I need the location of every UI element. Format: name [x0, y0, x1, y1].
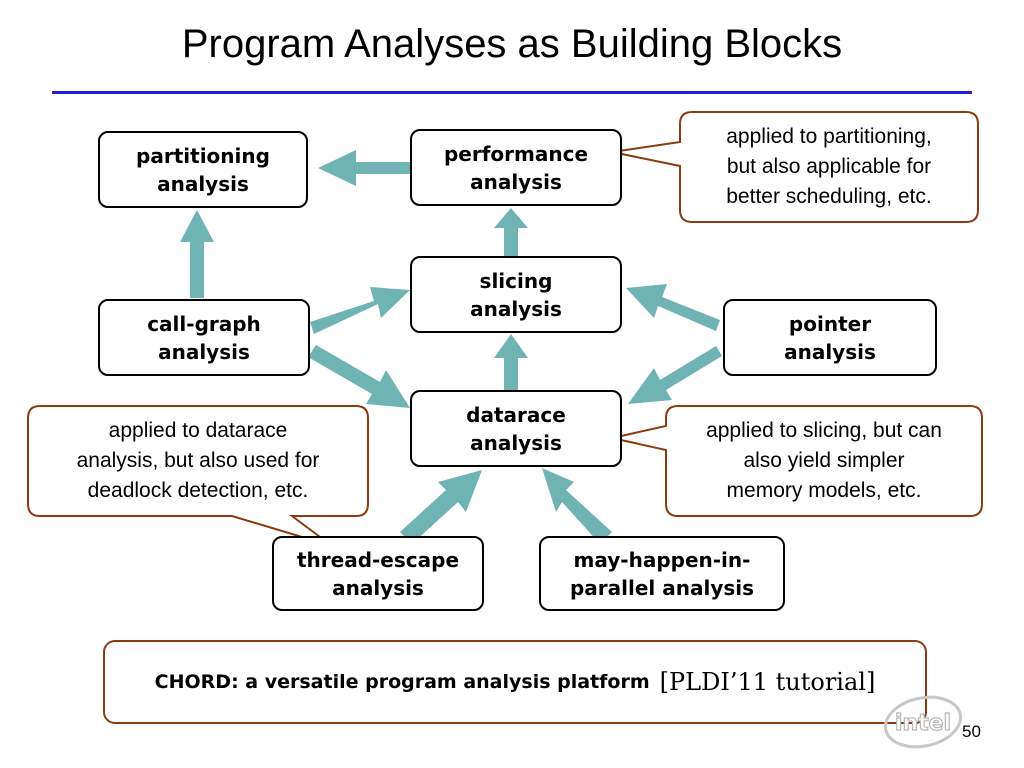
arrow-callgraph-to-datarace — [308, 345, 410, 408]
node-call-graph-analysis: call-graph analysis — [98, 299, 310, 376]
node-slicing-analysis: slicing analysis — [410, 256, 622, 333]
arrow-callgraph-to-slicing — [310, 287, 410, 334]
page-number: 50 — [962, 722, 981, 741]
logo-text: intel — [895, 711, 951, 736]
note-datarace: applied to slicing, but can also yield s… — [706, 419, 942, 502]
arrow-pointer-to-slicing — [626, 284, 720, 331]
callout-threadescape-note-shape — [27, 405, 369, 547]
note-performance: applied to partitioning, but also applic… — [726, 125, 932, 208]
node-pointer-analysis: pointer analysis — [723, 299, 937, 376]
chord-footer-box: CHORD: a versatile program analysis plat… — [103, 640, 927, 724]
arrow-datarace-to-slicing — [494, 334, 528, 390]
arrow-pointer-to-datarace — [628, 346, 722, 404]
note-thread-escape: applied to datarace analysis, but also u… — [76, 419, 320, 502]
callout-datarace-note-shape — [611, 405, 983, 517]
arrow-performance-to-partitioning — [318, 150, 410, 186]
arrow-threadescape-to-datarace — [400, 470, 482, 544]
arrow-callgraph-to-partitioning — [180, 210, 214, 298]
node-datarace-analysis: datarace analysis — [410, 390, 622, 467]
footer-platform-text: CHORD: a versatile program analysis plat… — [154, 671, 650, 693]
arrow-slicing-to-performance — [494, 208, 528, 256]
title-divider — [52, 91, 972, 94]
node-partitioning-analysis: partitioning analysis — [98, 131, 308, 208]
node-performance-analysis: performance analysis — [410, 129, 622, 206]
callout-performance-note-shape — [611, 111, 979, 223]
footer-reference-text: [PLDI’11 tutorial] — [659, 668, 876, 696]
node-may-happen-in-parallel-analysis: may-happen-in- parallel analysis — [539, 536, 785, 611]
node-thread-escape-analysis: thread-escape analysis — [272, 536, 484, 611]
slide-title: Program Analyses as Building Blocks — [181, 22, 843, 66]
arrow-mhp-to-datarace — [542, 468, 612, 544]
intel-logo-icon: intel — [883, 695, 963, 749]
